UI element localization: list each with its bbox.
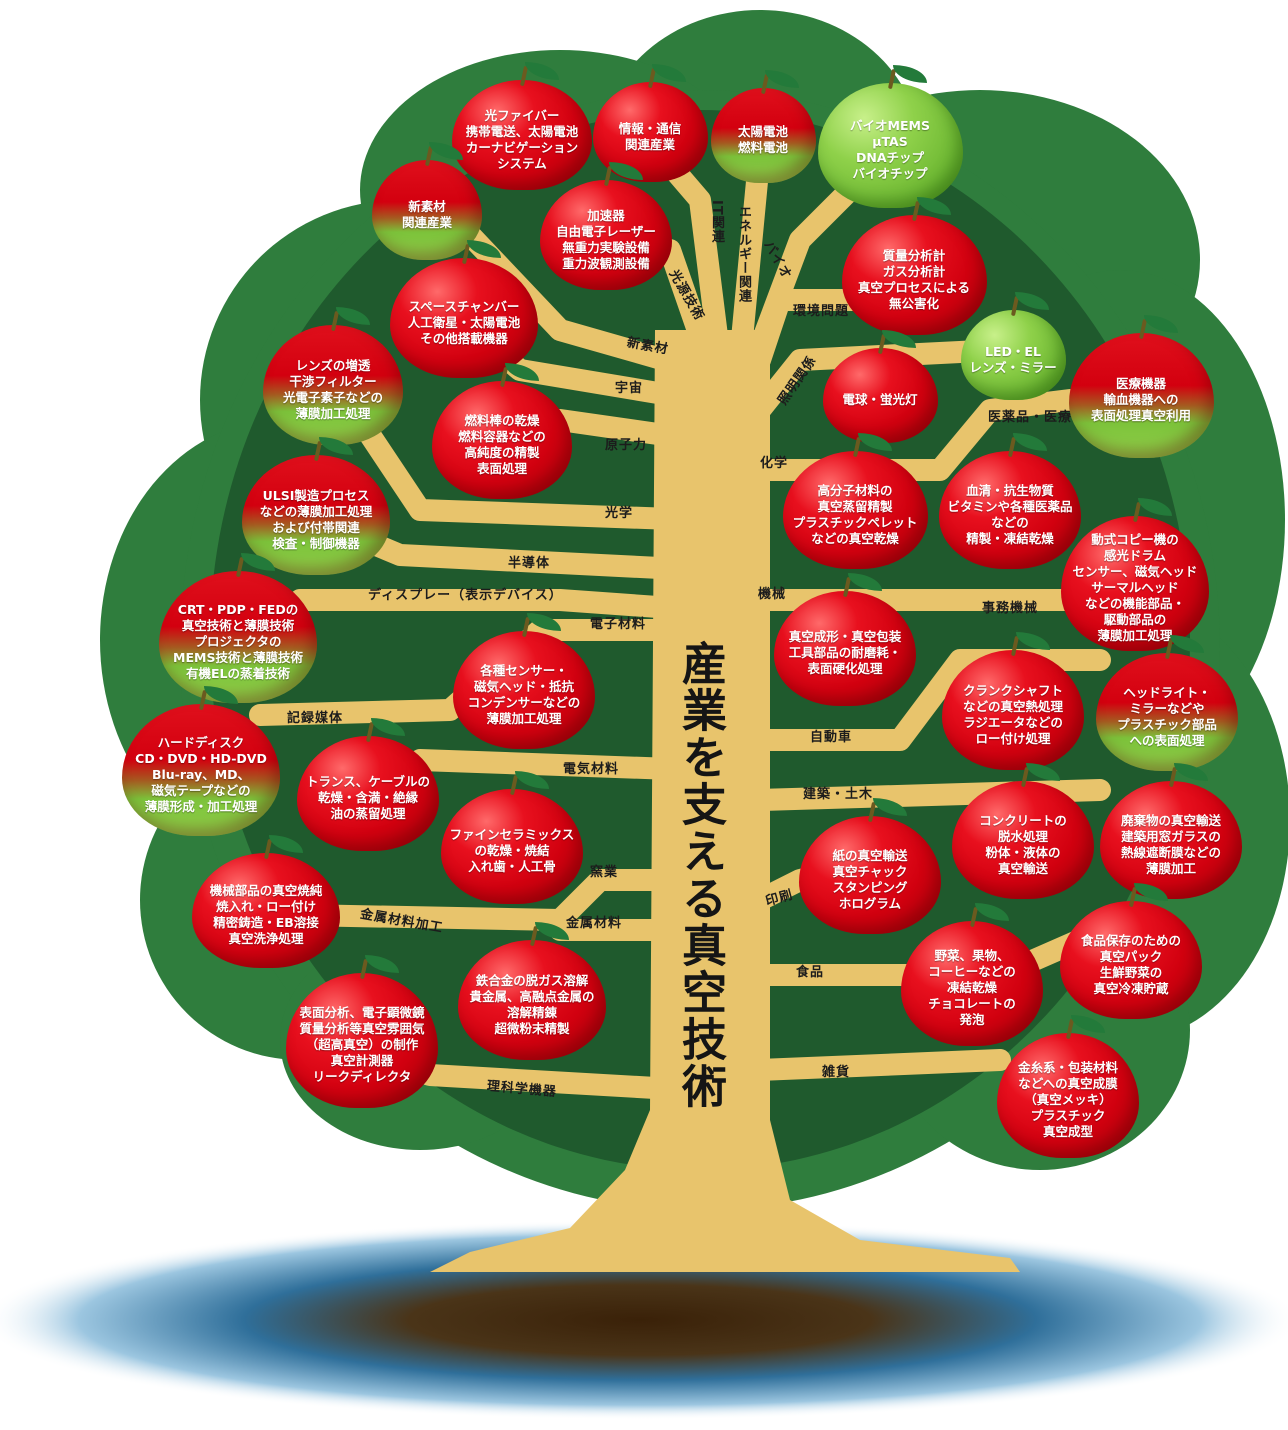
branch-label: 化学 [760,456,789,471]
apple-item: 機械部品の真空焼純 焼入れ・ロー付け 精密鋳造・EB溶接 真空洗浄処理 [192,834,340,968]
apple-label: 野菜、果物、 コーヒーなどの 凍結乾燥 チョコレートの 発泡 [928,948,1016,1027]
apple-label: 紙の真空輸送 真空チャック スタンピング ホログラム [832,848,908,911]
apple-label: 太陽電池 燃料電池 [737,124,788,155]
apple-item: LED・EL レンズ・ミラー [960,292,1066,400]
apple-label: 情報・通信 関連産業 [618,121,682,152]
apple-item: 野菜、果物、 コーヒーなどの 凍結乾燥 チョコレートの 発泡 [901,902,1043,1046]
apple-label: 各種センサー・ 磁気ヘッド・抵抗 コンデンサーなどの 薄膜加工処理 [467,663,581,726]
apple-item: 鉄合金の脱ガス溶解 貴金属、高融点金属の 溶解精錬 超微粉末精製 [458,922,606,1060]
apple-label: LED・EL レンズ・ミラー [969,344,1057,375]
apple-label: 血清・抗生物質 ビタミンや各種医薬品 などの 精製・凍結乾燥 [947,483,1073,546]
apple-item: ハードディスク CD・DVD・HD-DVD Blu-ray、MD、 磁気テープな… [122,686,280,836]
apple-label: 表面分析、電子顕微鏡 質量分析等真空雰囲気 （超高真空）の制作 真空計測器 リー… [299,1005,425,1084]
apple-item: 加速器 自由電子レーザー 無重力実験設備 重力波観測設備 [540,162,672,290]
apple-item: 医療機器 輸血機器への 表面処理真空利用 [1068,314,1214,458]
apple-label: レンズの増透 干渉フィルター 光電子素子などの 薄膜加工処理 [282,358,383,421]
apple-item: バイオMEMS μTAS DNAチップ バイオチップ [817,64,963,208]
branch-label: 医薬品・医療 [988,410,1073,425]
branch-label: 事務機械 [982,601,1039,616]
apple-item: ファインセラミックス の乾燥・焼結 入れ歯・人工骨 [441,770,583,904]
apple-item: 金糸系・包装材料 などへの真空成膜 （真空メッキ） プラスチック 真空成型 [997,1014,1139,1158]
branch-label: エネルギー関連 [736,205,751,303]
apple-label: ハードディスク CD・DVD・HD-DVD Blu-ray、MD、 磁気テープな… [135,735,267,814]
apple-label: スペースチャンバー 人工衛星・太陽電池 その他搭載機器 [407,299,521,346]
branch-label: 自動車 [810,730,853,745]
apple-item: CRT・PDP・FEDの 真空技術と薄膜技術 プロジェクタの MEMS技術と薄膜… [159,553,317,703]
apple-label: コンクリートの 脱水処理 粉体・液体の 真空輸送 [979,813,1067,876]
apple-label: 加速器 自由電子レーザー 無重力実験設備 重力波観測設備 [556,208,656,271]
apple-label: 高分子材料の 真空蒸留精製 プラスチックペレット などの真空乾燥 [792,483,918,546]
apple-item: 光ファイバー 携帯電送、太陽電池 カーナビゲーション システム [452,62,592,190]
branch-label: 環境問題 [793,304,850,319]
apple-item: 太陽電池 燃料電池 [710,69,816,183]
branch-label: 建築・土木 [803,787,874,802]
branch-label: ディスプレー（表示デバイス） [368,588,563,603]
apple-label: 鉄合金の脱ガス溶解 貴金属、高融点金属の 溶解精錬 超微粉末精製 [469,973,595,1036]
apple-label: クランクシャフト などの真空熱処理 ラジエータなどの ロー付け処理 [962,683,1063,746]
apple-item: 血清・抗生物質 ビタミンや各種医薬品 などの 精製・凍結乾燥 [939,433,1081,569]
apple-label: 廃棄物の真空輸送 建築用窓ガラスの 熱線遮断膜などの 薄膜加工 [1120,813,1221,876]
apple-label: ULSI製造プロセス などの薄膜加工処理 および付帯関連 検査・制御機器 [259,488,373,551]
branch-label: 原子力 [605,438,648,453]
apple-label: 質量分析計 ガス分析計 真空プロセスによる 無公害化 [857,248,971,311]
apple-label: 燃料棒の乾燥 燃料容器などの 高純度の精製 表面処理 [458,413,546,476]
apple-item: 真空成形・真空包装 工具部品の耐磨耗・ 表面硬化処理 [774,572,916,706]
branch-label: 宇宙 [615,381,644,396]
apple-item: 食品保存のための 真空パック 生鮮野菜の 真空冷凍貯蔵 [1060,883,1202,1019]
apple-item: 動式コピー機の 感光ドラム センサー、磁気ヘッド サーマルヘッド などの機能部品… [1061,497,1209,651]
title: 産業を支える真空技術 [674,640,727,1110]
apple-label: 動式コピー機の 感光ドラム センサー、磁気ヘッド サーマルヘッド などの機能部品… [1072,532,1198,643]
apple-item: 電球・蛍光灯 [822,329,938,443]
apple-item: 新素材 関連産業 [372,142,482,260]
trunk [430,330,1020,1272]
branch-label: 機械 [758,587,787,602]
branch-label: 半導体 [508,556,551,571]
apple-label: 医療機器 輸血機器への 表面処理真空利用 [1090,376,1191,423]
apple-label: 機械部品の真空焼純 焼入れ・ロー付け 精密鋳造・EB溶接 真空洗浄処理 [209,883,323,946]
apple-item: コンクリートの 脱水処理 粉体・液体の 真空輸送 [952,763,1094,899]
apple-item: 廃棄物の真空輸送 建築用窓ガラスの 熱線遮断膜などの 薄膜加工 [1100,763,1242,899]
apple-label: 食品保存のための 真空パック 生鮮野菜の 真空冷凍貯蔵 [1080,933,1181,996]
branch-label: 光学 [605,506,634,521]
apple-item: 高分子材料の 真空蒸留精製 プラスチックペレット などの真空乾燥 [782,433,928,569]
branch-label: 電気材料 [563,762,620,777]
branch-label: 雑貨 [822,1065,851,1080]
branch-label: 金属材料 [566,916,623,931]
apple-label: 電球・蛍光灯 [842,392,918,407]
apple-label: 金糸系・包装材料 などへの真空成膜 （真空メッキ） プラスチック 真空成型 [1017,1060,1118,1139]
branch-label: 電子材料 [590,617,647,632]
apple-item: ULSI製造プロセス などの薄膜加工処理 および付帯関連 検査・制御機器 [242,437,390,575]
apple-label: ファインセラミックス の乾燥・焼結 入れ歯・人工骨 [449,827,575,874]
branch-label: IT関連 [709,200,724,244]
branch-label: 食品 [796,965,825,980]
apple-item: 質量分析計 ガス分析計 真空プロセスによる 無公害化 [841,197,987,335]
apple-item: トランス、ケーブルの 乾燥・含満・絶縁 油の蒸留処理 [297,717,439,851]
apple-label: 新素材 関連産業 [401,199,452,230]
apple-label: 真空成形・真空包装 工具部品の耐磨耗・ 表面硬化処理 [788,629,902,676]
branch-label: 記録媒体 [287,711,344,726]
apple-item: 表面分析、電子顕微鏡 質量分析等真空雰囲気 （超高真空）の制作 真空計測器 リー… [286,954,438,1108]
branch-label: 窯業 [590,865,619,880]
apple-label: CRT・PDP・FEDの 真空技術と薄膜技術 プロジェクタの MEMS技術と薄膜… [173,602,303,681]
apple-item: レンズの増透 干渉フィルター 光電子素子などの 薄膜加工処理 [263,307,403,445]
apple-label: トランス、ケーブルの 乾燥・含満・絶縁 油の蒸留処理 [305,774,430,821]
apple-label: ヘッドライト・ ミラーなどや プラスチック部品 への表面処理 [1117,685,1217,748]
apple-label: バイオMEMS μTAS DNAチップ バイオチップ [850,118,930,181]
apple-label: 光ファイバー 携帯電送、太陽電池 カーナビゲーション システム [465,108,579,171]
apple-item: 各種センサー・ 磁気ヘッド・抵抗 コンデンサーなどの 薄膜加工処理 [453,613,595,749]
